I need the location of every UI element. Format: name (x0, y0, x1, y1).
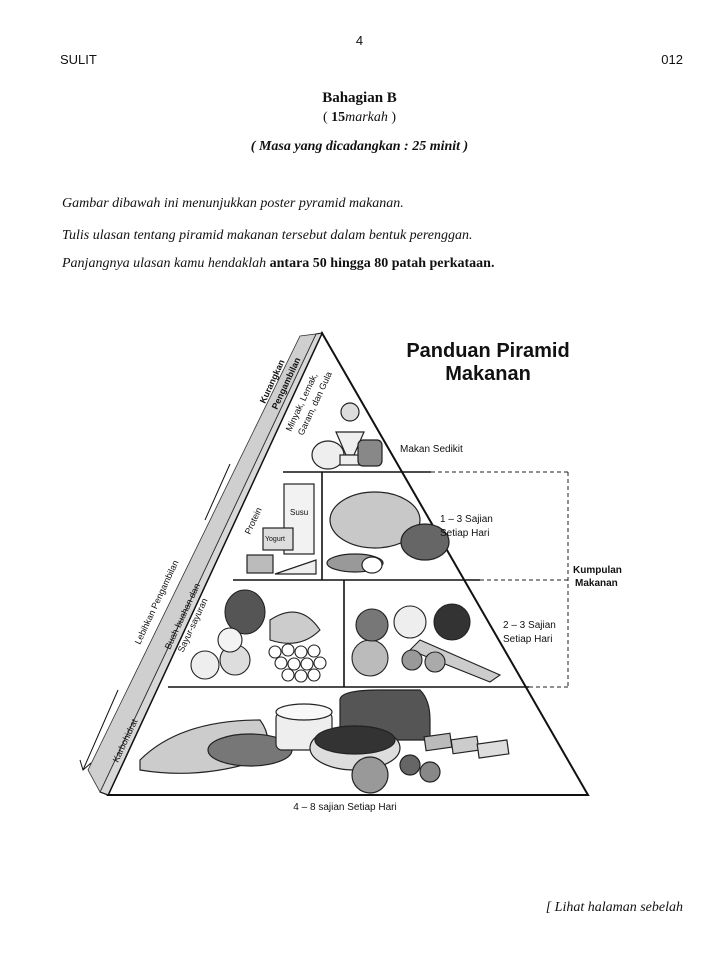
fruit-vegetable-illustration (190, 589, 502, 683)
fats-sugar-illustration (311, 402, 383, 470)
marks-unit: markah (345, 110, 388, 125)
section-title: Bahagian B (322, 90, 397, 106)
suggested-time: ( Masa yang dicadangkan : 25 minit ) (250, 139, 469, 154)
more-intake-arrow (79, 463, 231, 771)
header-code: 012 (661, 52, 683, 67)
section-marks: ( 15markah ) (0, 110, 719, 126)
serving-label-fruit-2: Setiap Hari (503, 634, 552, 645)
group-label-line-2: Makanan (575, 578, 618, 589)
instruction-line-3-prefix: Panjangnya ulasan kamu hendaklah (62, 256, 270, 271)
instruction-line-3-bold: antara 50 hingga 80 patah perkataan. (269, 256, 495, 271)
marks-open: ( (322, 110, 332, 125)
marks-number: 15 (331, 110, 346, 125)
yogurt-label: Yogurt (265, 536, 285, 543)
label-protein: Protein (243, 506, 264, 536)
instruction-line-3: Panjangnya ulasan kamu hendaklah antara … (62, 256, 494, 272)
side-band (87, 333, 317, 793)
poster-title-line-2: Makanan (445, 363, 531, 385)
tier-dividers (168, 471, 529, 688)
serving-label-little: Makan Sedikit (400, 444, 463, 455)
serving-label-carbs: 4 – 8 sajian Setiap Hari (293, 802, 396, 813)
header-sulit: SULIT (60, 52, 97, 67)
food-pyramid-poster: Susu Yogurt (79, 330, 622, 813)
serving-label-protein-1: 1 – 3 Sajian (440, 514, 493, 525)
serving-label-fruit-1: 2 – 3 Sajian (503, 620, 556, 631)
footer-next-page: [ Lihat halaman sebelah (545, 900, 683, 915)
protein-illustration: Susu Yogurt (246, 483, 450, 575)
group-label-line-1: Kumpulan (573, 565, 622, 576)
milk-label: Susu (290, 508, 308, 517)
poster-title-line-1: Panduan Piramid (406, 340, 569, 362)
instruction-line-1: Gambar dibawah ini menunjukkan poster py… (62, 196, 404, 211)
serving-label-protein-2: Setiap Hari (440, 528, 489, 539)
marks-close: ) (387, 110, 397, 125)
instruction-line-2: Tulis ulasan tentang piramid makanan ter… (62, 228, 473, 243)
carbohydrate-illustration (139, 689, 510, 794)
page-number: 4 (355, 33, 364, 48)
group-bracket (431, 471, 569, 688)
